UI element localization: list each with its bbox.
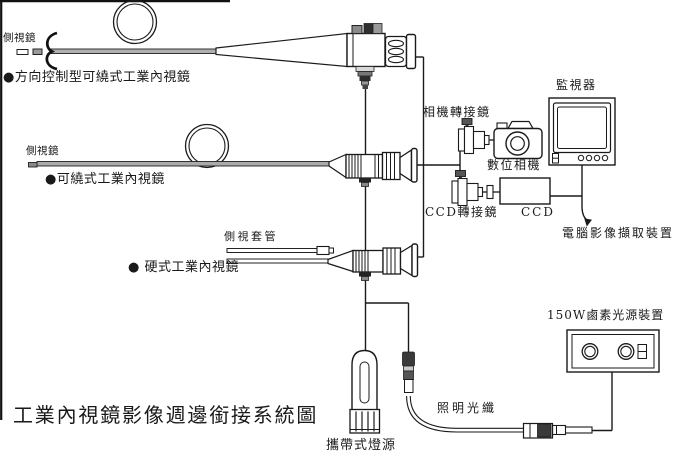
- scope-rigid: [226, 243, 419, 281]
- scope1-light-post: [355, 66, 375, 89]
- light-guide-lines: [364, 88, 410, 353]
- halogen-connection-line: [592, 372, 613, 432]
- monitor: [548, 97, 616, 166]
- halogen-source-label: 150W鹵素光源裝置: [547, 308, 665, 322]
- scope1-side-view-lens-label: 側視鏡: [3, 32, 36, 44]
- scope2-light-post: [359, 178, 371, 187]
- illumination-fiber-cable: [406, 395, 524, 433]
- fiber-coupler: [402, 351, 415, 393]
- side-view-sheath: [226, 245, 334, 256]
- ccd-box: [499, 177, 551, 205]
- ccd-label: CCD: [521, 205, 555, 219]
- scope1-label: ●方向控制型可繞式工業內視鏡: [3, 70, 191, 85]
- scope3-light-post: [359, 272, 371, 281]
- scope2-side-view-lens-label: 側視鏡: [26, 145, 59, 157]
- digital-camera-label: 數位相機: [487, 158, 542, 172]
- digital-camera: [493, 120, 543, 160]
- portable-light-label: 攜帶式燈源: [326, 438, 397, 453]
- camera-adapter-label: 相機轉接鏡: [423, 105, 491, 119]
- ccd-adapter: [451, 170, 500, 207]
- diagram-title: 工業內視鏡影像週邊銜接系統圖: [13, 403, 319, 427]
- portable-light: [349, 349, 381, 434]
- signal-lines: [550, 165, 588, 222]
- fiber-end-connector: [522, 422, 593, 439]
- frame-border: [0, 0, 230, 420]
- computer-capture-label: 電腦影像擷取裝置: [562, 226, 675, 240]
- scope3-label: ● 硬式工業內視鏡: [128, 260, 239, 275]
- illumination-fiber-label: 照明光纖: [437, 401, 498, 415]
- scope2-label: ●可繞式工業內視鏡: [45, 172, 165, 187]
- computer-capture-arrowhead: [584, 218, 592, 227]
- camera-adapter: [457, 118, 494, 155]
- halogen-light-source: [566, 329, 660, 373]
- scope-flexible: [28, 123, 418, 187]
- scope-direction-control-flexible: [16, 0, 417, 89]
- articulating-tip: [45, 31, 58, 71]
- monitor-label: 監視器: [556, 78, 597, 92]
- sheath-label: 側視套管: [224, 230, 278, 243]
- eyepiece-bracket-lines: [416, 56, 461, 258]
- ccd-adapter-label: CCD轉接鏡: [425, 205, 498, 219]
